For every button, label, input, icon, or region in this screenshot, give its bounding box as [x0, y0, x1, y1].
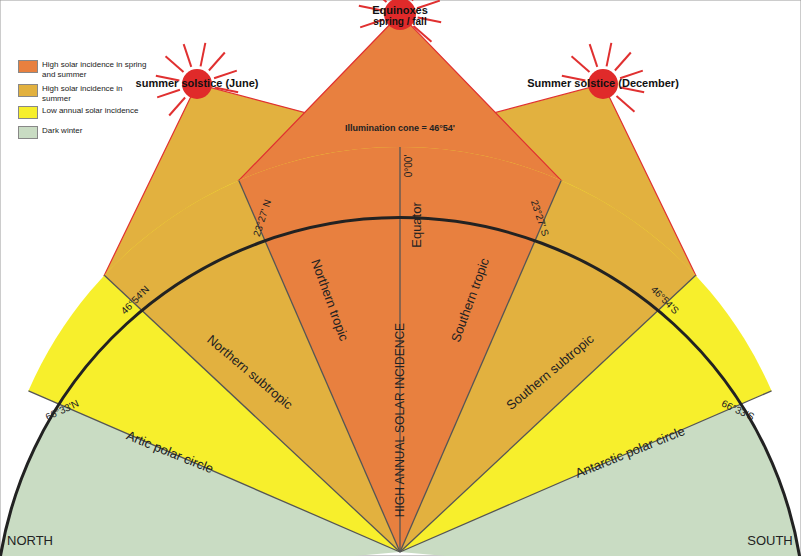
sun-label: spring / fall: [372, 16, 428, 27]
sun-ray: [590, 44, 598, 67]
parallel-line: [400, 275, 696, 552]
sun-node: Summer solstice (December): [527, 77, 679, 89]
zone-label: NORTH: [7, 533, 53, 548]
parallel-line: [104, 275, 400, 552]
label-holder: SOUTH: [747, 533, 793, 548]
label-holder: NORTH: [7, 533, 53, 548]
sun-node: Equinoxesspring / fall: [372, 4, 428, 27]
sun-ray: [572, 56, 590, 72]
label-holder: Illumination cone = 46°54': [345, 123, 455, 133]
legend-text: High solar incidence in summer: [42, 84, 152, 104]
sun-label: summer solstice (June): [136, 77, 259, 89]
sun-ray: [157, 90, 180, 98]
sun-ray: [615, 53, 631, 71]
sun-ray: [201, 43, 206, 67]
legend-swatch: [18, 60, 38, 73]
legend-text: Low annual solar incidence: [42, 106, 152, 116]
zone-label: HIGH ANNUAL SOLAR INCIDENCE: [393, 323, 407, 517]
sun-node: summer solstice (June): [136, 77, 259, 89]
zone-sector: [239, 147, 561, 552]
sun-ray: [166, 56, 184, 72]
label-holder: 0°00': [403, 155, 414, 178]
zone-sector: [28, 147, 771, 552]
sun-ray: [209, 53, 225, 71]
sun-ray: [184, 44, 192, 67]
zone-label: Illumination cone = 46°54': [345, 123, 455, 133]
parallel-line: [239, 180, 400, 552]
legend-swatch: [18, 106, 38, 119]
sun-ray: [412, 0, 428, 1]
legend-text: High solar incidence in spring and summe…: [42, 60, 152, 80]
label-holder: HIGH ANNUAL SOLAR INCIDENCE: [393, 323, 407, 517]
legend-swatch: [18, 126, 38, 139]
zone-label: Equator: [409, 202, 424, 248]
legend-swatch: [18, 84, 38, 97]
sun-ray: [369, 0, 387, 2]
zone-label: SOUTH: [747, 533, 793, 548]
sun-label: Summer solstice (December): [527, 77, 679, 89]
legend-text: Dark winter: [42, 126, 152, 136]
sun-ray: [616, 96, 634, 112]
zone-label: 0°00': [403, 155, 414, 178]
parallel-line: [400, 180, 561, 552]
label-holder: Equator: [409, 202, 424, 248]
earth-outline: [0, 218, 801, 556]
parallel-line: [28, 391, 400, 552]
sun-label: Equinoxes: [372, 4, 428, 16]
zone-sector: [104, 147, 695, 552]
parallel-line: [400, 391, 772, 552]
sun-ray: [607, 43, 612, 67]
earth-sectors: [0, 147, 801, 556]
